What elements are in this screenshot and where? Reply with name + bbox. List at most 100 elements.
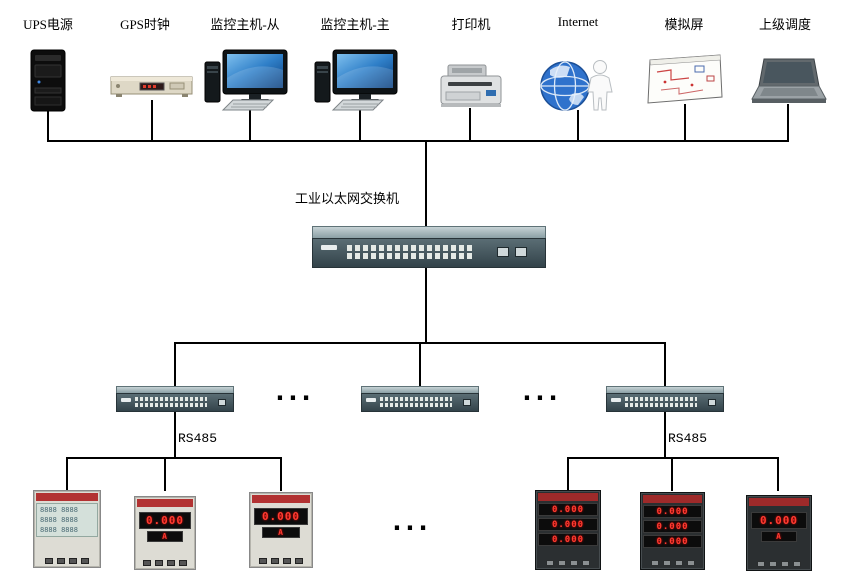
sub-switch-middle (361, 386, 479, 412)
switch-top-face (116, 386, 234, 393)
meter-row: 0.000 (538, 533, 598, 546)
uplink-port (708, 399, 716, 406)
switch-front-face (312, 238, 546, 268)
meter-buttons (536, 560, 600, 566)
printer-icon (440, 64, 502, 107)
sub-switch-right (606, 386, 724, 412)
uplink-port (463, 399, 471, 406)
device-label-dispatch: 上级调度 (758, 17, 811, 32)
meter-unit-window: A (761, 531, 797, 542)
switch-port-block (380, 397, 452, 409)
branch-drop-right (664, 343, 666, 386)
drop-line-gps (151, 100, 153, 141)
meter-buttons (135, 560, 195, 566)
port-row (135, 403, 207, 407)
port-row (135, 397, 207, 401)
switch-top-face (312, 226, 546, 238)
port-row (347, 245, 475, 251)
meter-lcd-display: 8888 8888 8888 8888 8888 8888 (36, 503, 98, 537)
device-label-ups: UPS电源 (23, 17, 73, 32)
meter-reading: 0.000 (759, 514, 799, 527)
lcd-row: 8888 8888 (40, 516, 78, 524)
switch-front-face (606, 393, 724, 412)
switch-port-block (347, 245, 475, 261)
port-row (380, 397, 452, 401)
device-label-gps-clock: GPS时钟 (120, 17, 170, 32)
meter-drop-left-2 (164, 458, 166, 491)
meter-drop-right-2 (671, 458, 673, 491)
ellipsis-meters: ... (392, 508, 432, 536)
workstation-primary-icon (314, 49, 398, 111)
meter-drop-right-3 (777, 458, 779, 491)
ups-icon (30, 49, 66, 112)
power-meter-led: 0.000 A (134, 496, 196, 570)
meter-bus-left (66, 457, 282, 459)
meter-row: 0.000 (538, 518, 598, 531)
rs485-drop-left (174, 412, 176, 459)
ellipsis-switches-2: ... (522, 378, 562, 406)
power-meter-multirow: 0.000 0.000 0.000 (640, 492, 705, 570)
device-label-host-primary: 监控主机-主 (320, 17, 390, 32)
switch-port-block (625, 397, 697, 409)
main-switch-label: 工业以太网交换机 (294, 191, 399, 206)
switch-top-face (606, 386, 724, 393)
workstation-standby-icon (204, 49, 288, 111)
rs485-label-right: RS485 (668, 431, 708, 446)
meter-unit: A (162, 532, 168, 541)
drop-line-mimic-panel (684, 104, 686, 141)
meter-brand-strip (36, 493, 98, 501)
gps-clock-icon (110, 76, 193, 97)
switch-port-block (135, 397, 207, 409)
meter-drop-left-3 (280, 458, 282, 491)
meter-buttons (34, 558, 100, 564)
meter-brand-strip (538, 493, 598, 501)
drop-line-printer (469, 108, 471, 141)
switch-front-face (116, 393, 234, 412)
lcd-row: 8888 8888 (40, 506, 78, 514)
top-bus-line (47, 140, 789, 142)
meter-reading: 0.000 (261, 510, 301, 523)
meter-display: 0.000 (751, 512, 807, 529)
switch-front-face (361, 393, 479, 412)
drop-line-host-standby (249, 108, 251, 141)
meter-brand-strip (749, 498, 809, 506)
switch-logo (121, 398, 131, 402)
meter-row: 0.000 (538, 503, 598, 516)
switch-logo (321, 245, 337, 250)
drop-line-host-primary (359, 108, 361, 141)
meter-buttons (747, 561, 811, 567)
meter-row: 0.000 (643, 535, 702, 548)
meter-display-rows: 0.000 0.000 0.000 (643, 505, 702, 548)
port-row (625, 403, 697, 407)
drop-line-internet (577, 110, 579, 141)
port-row (380, 403, 452, 407)
power-meter-led: 0.000 A (746, 495, 812, 571)
meter-drop-left-1 (66, 458, 68, 491)
sub-switch-left (116, 386, 234, 412)
rs485-drop-right (664, 412, 666, 459)
laptop-icon (751, 58, 827, 103)
internet-globe-icon (540, 60, 613, 111)
meter-brand-strip (252, 495, 310, 503)
meter-bus-right (567, 457, 779, 459)
meter-row: 0.000 (643, 505, 702, 518)
meter-unit-window: A (262, 527, 300, 538)
port-row (625, 397, 697, 401)
meter-brand-strip (137, 499, 193, 507)
device-label-host-standby: 监控主机-从 (210, 17, 280, 32)
branch-drop-middle (419, 343, 421, 386)
meter-display: 0.000 (254, 508, 308, 525)
power-meter-lcd: 8888 8888 8888 8888 8888 8888 (33, 490, 101, 568)
meter-row: 0.000 (643, 520, 702, 533)
branch-drop-left (174, 343, 176, 386)
switch-to-branch-line (425, 267, 427, 344)
power-meter-multirow: 0.000 0.000 0.000 (535, 490, 601, 570)
meter-unit: A (776, 532, 782, 541)
switch-logo (366, 398, 376, 402)
meter-buttons (641, 560, 704, 566)
meter-display: 0.000 (139, 512, 191, 529)
rs485-label-left: RS485 (178, 431, 218, 446)
meter-brand-strip (643, 495, 702, 503)
device-label-mimic-panel: 模拟屏 (664, 17, 704, 32)
meter-drop-right-1 (567, 458, 569, 491)
